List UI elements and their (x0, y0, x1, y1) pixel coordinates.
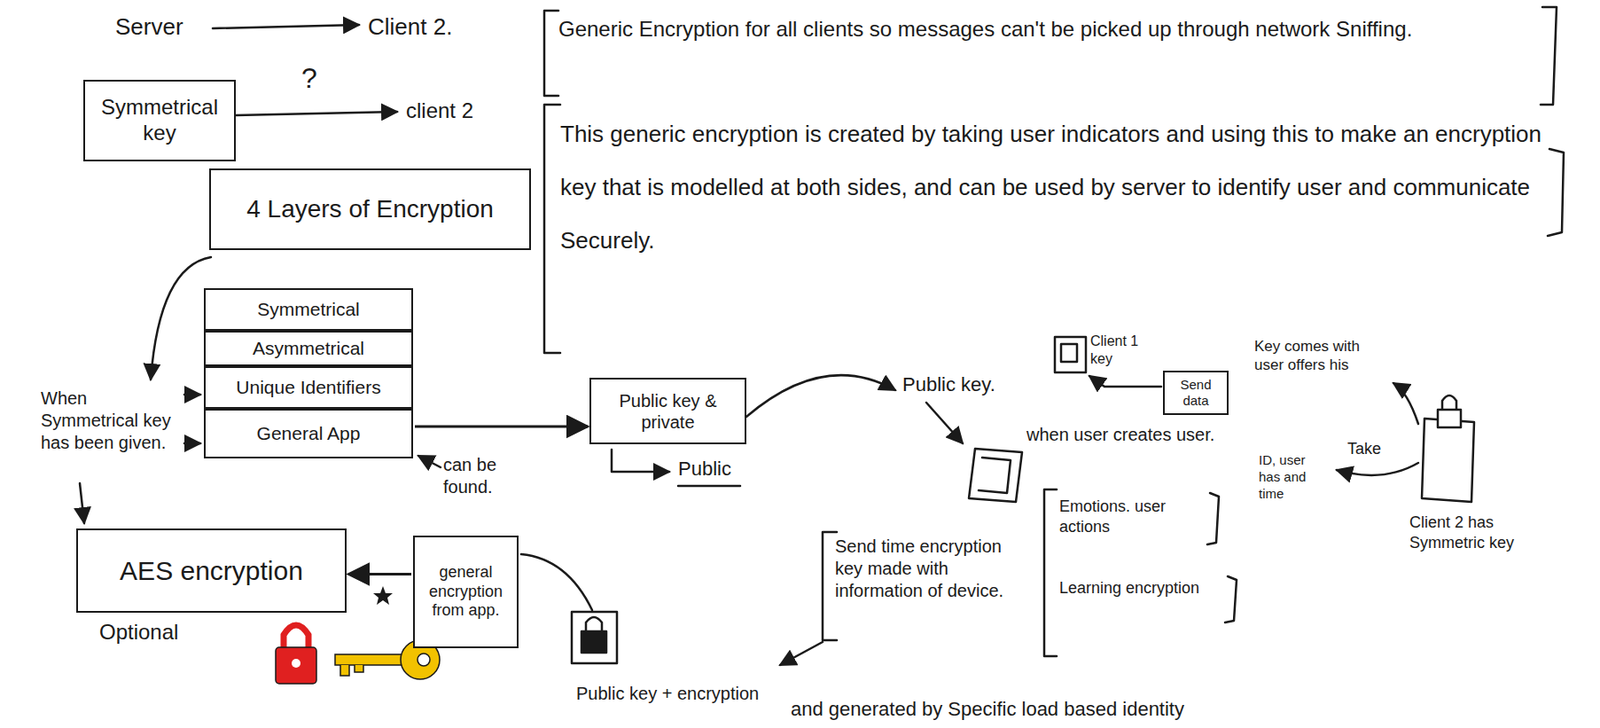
note-text: Optional (99, 618, 206, 646)
note-text: When Symmetrical key has been given. (40, 387, 183, 454)
star-mark (373, 585, 393, 605)
note-text: Public key + encryption (576, 682, 789, 705)
box-text: Public key & private (598, 390, 738, 433)
yellow-key (417, 653, 430, 666)
arrow-connector (414, 425, 588, 429)
padlock-icon (571, 611, 617, 664)
note-text: ID, user has and time (1258, 452, 1330, 502)
note-text: when user creates user. (1026, 423, 1249, 446)
process-box: General App (203, 408, 414, 459)
box-text: AES encryption (119, 554, 304, 587)
arrow-line (1089, 375, 1162, 387)
box-text: General App (257, 421, 361, 445)
process-box: Asymmetrical (203, 330, 414, 367)
box-text: Symmetrical (257, 297, 360, 320)
process-box: Public key & private (589, 377, 747, 445)
note-text: Client 2. (367, 12, 484, 42)
process-box: Symmetrical key (83, 79, 236, 162)
note-text: ? (301, 60, 328, 96)
red-padlock (283, 624, 309, 649)
bracket (1540, 7, 1557, 105)
note-text: can be found. (443, 453, 550, 499)
bracket (544, 10, 559, 96)
padlock-icon (1437, 409, 1461, 428)
bracket (1207, 492, 1219, 545)
device-icon (978, 457, 1011, 493)
process-box: general encryption from app. (413, 535, 519, 648)
yellow-key (340, 664, 364, 676)
process-box: Unique Identifiers (203, 366, 414, 409)
arrow-line (780, 641, 823, 665)
box-text: 4 Layers of Encryption (246, 194, 494, 225)
note-text: Public (678, 456, 758, 482)
note-text: Key comes with user offers his (1254, 336, 1388, 375)
underline (678, 484, 741, 488)
arrow-line (418, 455, 441, 468)
arrow-line (212, 24, 360, 29)
arrow-connector (348, 572, 412, 576)
box-text: Unique Identifiers (235, 375, 381, 399)
arrow-line (611, 449, 670, 472)
padlock-icon (1442, 395, 1457, 410)
leader-line (521, 554, 593, 610)
note-text: Public key. (902, 372, 1014, 398)
arrow-line (235, 111, 398, 116)
arrow-line (184, 442, 201, 445)
note-text: Take (1347, 438, 1401, 460)
red-padlock (275, 624, 317, 684)
box-text: Symmetrical key (92, 94, 227, 147)
note-text: Emotions. user actions (1059, 496, 1206, 537)
arrow-line (926, 402, 963, 444)
device-icon (968, 448, 1023, 502)
device-icon (1054, 336, 1086, 373)
bracket (1547, 148, 1564, 236)
process-box: AES encryption (76, 528, 347, 613)
note-text: This generic encryption is created by ta… (560, 108, 1545, 267)
arrow-line (1336, 462, 1419, 476)
device-icon (1421, 418, 1475, 502)
note-text: Learning encryption (1059, 577, 1224, 599)
arrow-line (150, 257, 211, 380)
padlock-icon (585, 616, 602, 632)
bracket (1225, 576, 1237, 623)
process-box: 4 Layers of Encryption (209, 168, 531, 250)
bracket (1044, 489, 1057, 656)
note-text: client 2 (405, 97, 504, 125)
arrow-line (184, 393, 201, 397)
red-padlock (291, 658, 301, 668)
padlock-icon (581, 631, 607, 653)
note-text: Client 2 has Symmetric key (1409, 512, 1521, 553)
note-text: and generated by Specific load based ide… (790, 696, 1323, 722)
yellow-key (335, 654, 405, 665)
bracket (544, 104, 561, 353)
device-icon (1061, 343, 1078, 362)
note-text: Send time encryption key made with infor… (835, 535, 1026, 602)
arrow-line (746, 374, 896, 417)
arrow-line (1393, 382, 1419, 424)
arrow-line (79, 483, 85, 523)
box-text: general encryption from app. (421, 562, 510, 621)
note-text: Generic Encryption for all clients so me… (558, 12, 1543, 47)
process-box: Symmetrical (203, 288, 414, 331)
bracket (822, 531, 837, 640)
box-text: Asymmetrical (252, 336, 365, 360)
red-padlock (275, 647, 317, 684)
note-text: Server (115, 12, 204, 42)
note-text: Client 1 key (1090, 332, 1162, 368)
box-text: Send data (1171, 376, 1220, 409)
process-box: Send data (1162, 370, 1229, 415)
